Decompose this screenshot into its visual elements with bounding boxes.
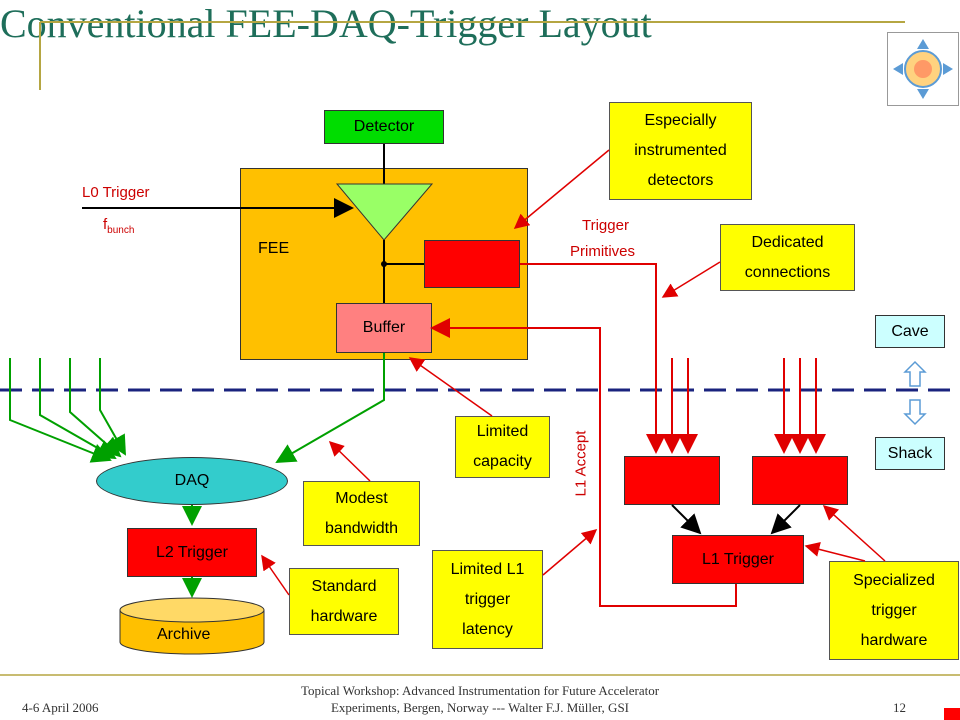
standard-hardware-note: Standard hardware [289, 568, 399, 635]
archive-label: Archive [157, 626, 211, 643]
slide-title: Conventional FEE-DAQ-Trigger Layout [0, 1, 652, 46]
l2-trigger-box: L2 Trigger [127, 528, 257, 577]
logo-graphic [893, 39, 953, 99]
l1-input-box-right [752, 456, 848, 505]
footer-marker [944, 708, 960, 720]
limited-capacity-note: Limited capacity [455, 416, 550, 478]
l1-trigger-box: L1 Trigger [672, 535, 804, 584]
dedicated-note: Dedicated connections [720, 224, 855, 291]
daq-ellipse: DAQ [96, 457, 288, 505]
footer-center-line-1: Topical Workshop: Advanced Instrumentati… [300, 683, 660, 698]
trigger-primitive-box [424, 240, 520, 288]
down-block-arrow [903, 399, 927, 426]
footer-date: 4-6 April 2006 [22, 700, 99, 715]
fbunch-main: f [103, 216, 108, 233]
fbunch-label: fbunch [103, 216, 134, 236]
modest-bandwidth-note: Modest bandwidth [303, 481, 420, 546]
trigger-primitives-label-2: Primitives [570, 243, 636, 260]
footer-center: Topical Workshop: Advanced Instrumentati… [250, 682, 710, 716]
trigger-primitives-label-1: Trigger [582, 217, 629, 234]
amplifier-triangle [335, 183, 434, 241]
especially-note: Especially instrumented detectors [609, 102, 752, 200]
buffer-box: Buffer [336, 303, 432, 353]
limited-latency-note: Limited L1 trigger latency [432, 550, 543, 649]
l0-trigger-label: L0 Trigger [82, 184, 150, 201]
fee-label: FEE [258, 240, 290, 257]
cave-box: Cave [875, 315, 945, 348]
fbunch-sub: bunch [107, 225, 135, 236]
footer-page-number: 12 [893, 700, 906, 715]
up-block-arrow [903, 360, 927, 387]
specialized-note: Specialized trigger hardware [829, 561, 959, 660]
logo [887, 32, 959, 106]
detector-box: Detector [324, 110, 444, 144]
l1-input-box-left [624, 456, 720, 505]
footer-center-line-2: Experiments, Bergen, Norway --- Walter F… [330, 700, 630, 715]
shack-box: Shack [875, 437, 945, 470]
